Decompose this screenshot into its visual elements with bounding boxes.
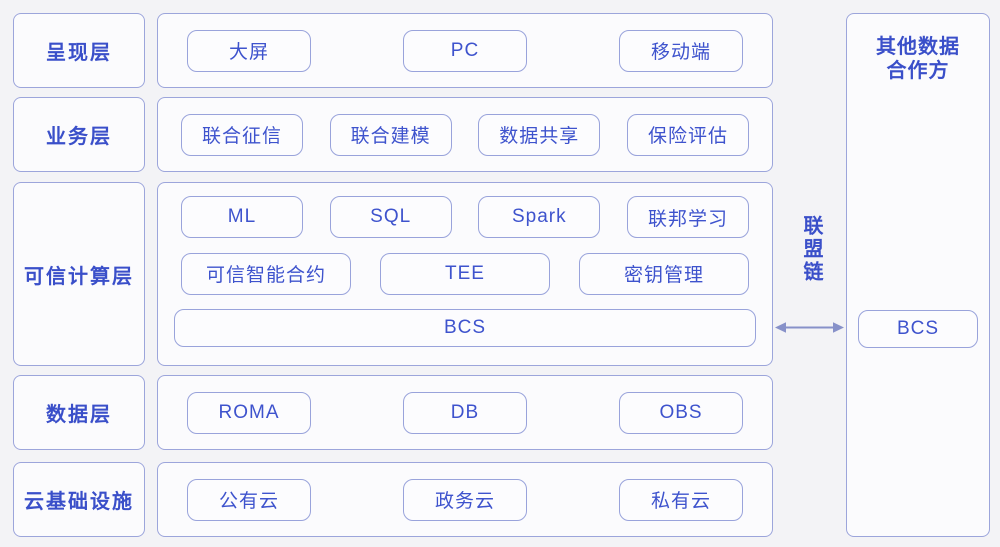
node-key-management: 密钥管理 [579, 252, 749, 295]
trusted-computing-row-1: ML SQL Spark 联邦学习 [158, 196, 772, 238]
node-spark: Spark [478, 196, 601, 238]
node-large-screen: 大屏 [187, 29, 311, 72]
cloud-infrastructure-container: 公有云 政务云 私有云 [157, 462, 773, 537]
node-roma: ROMA [187, 391, 311, 434]
node-partner-bcs: BCS [858, 310, 978, 348]
node-private-cloud: 私有云 [619, 478, 743, 521]
layer-label-cloud-infrastructure: 云基础设施 [13, 462, 145, 537]
node-federated-learning: 联邦学习 [626, 196, 749, 238]
bidirectional-arrow-icon [775, 322, 844, 333]
node-pc: PC [403, 29, 527, 72]
layer-label-trusted-computing: 可信计算层 [13, 182, 145, 366]
node-public-cloud: 公有云 [187, 478, 311, 521]
partner-panel-title: 其他数据合作方 [876, 36, 960, 82]
business-layer-container: 联合征信 联合建模 数据共享 保险评估 [157, 97, 773, 172]
trusted-computing-row-2: 可信智能合约 TEE 密钥管理 [158, 252, 772, 295]
presentation-layer-container: 大屏 PC 移动端 [157, 13, 773, 88]
trusted-computing-container: ML SQL Spark 联邦学习 可信智能合约 TEE 密钥管理 BCS [157, 182, 773, 366]
node-ml: ML [181, 196, 303, 238]
node-trusted-smart-contract: 可信智能合约 [181, 252, 351, 295]
trusted-computing-row-3: BCS [158, 309, 772, 347]
partner-panel: 其他数据合作方 BCS [846, 13, 990, 537]
node-mobile: 移动端 [619, 29, 743, 72]
node-tee: TEE [380, 252, 550, 295]
node-data-sharing: 数据共享 [478, 113, 601, 156]
layer-label-data: 数据层 [13, 375, 145, 450]
node-joint-modeling: 联合建模 [329, 113, 452, 156]
layer-label-business: 业务层 [13, 97, 145, 172]
node-joint-credit: 联合征信 [181, 113, 303, 156]
node-government-cloud: 政务云 [403, 478, 527, 521]
consortium-chain-label: 联盟链 [800, 215, 822, 284]
node-insurance-evaluation: 保险评估 [626, 113, 749, 156]
node-bcs: BCS [174, 309, 756, 347]
node-sql: SQL [329, 196, 452, 238]
node-obs: OBS [619, 391, 743, 434]
layer-label-presentation: 呈现层 [13, 13, 145, 88]
data-layer-container: ROMA DB OBS [157, 375, 773, 450]
node-db: DB [403, 391, 527, 434]
